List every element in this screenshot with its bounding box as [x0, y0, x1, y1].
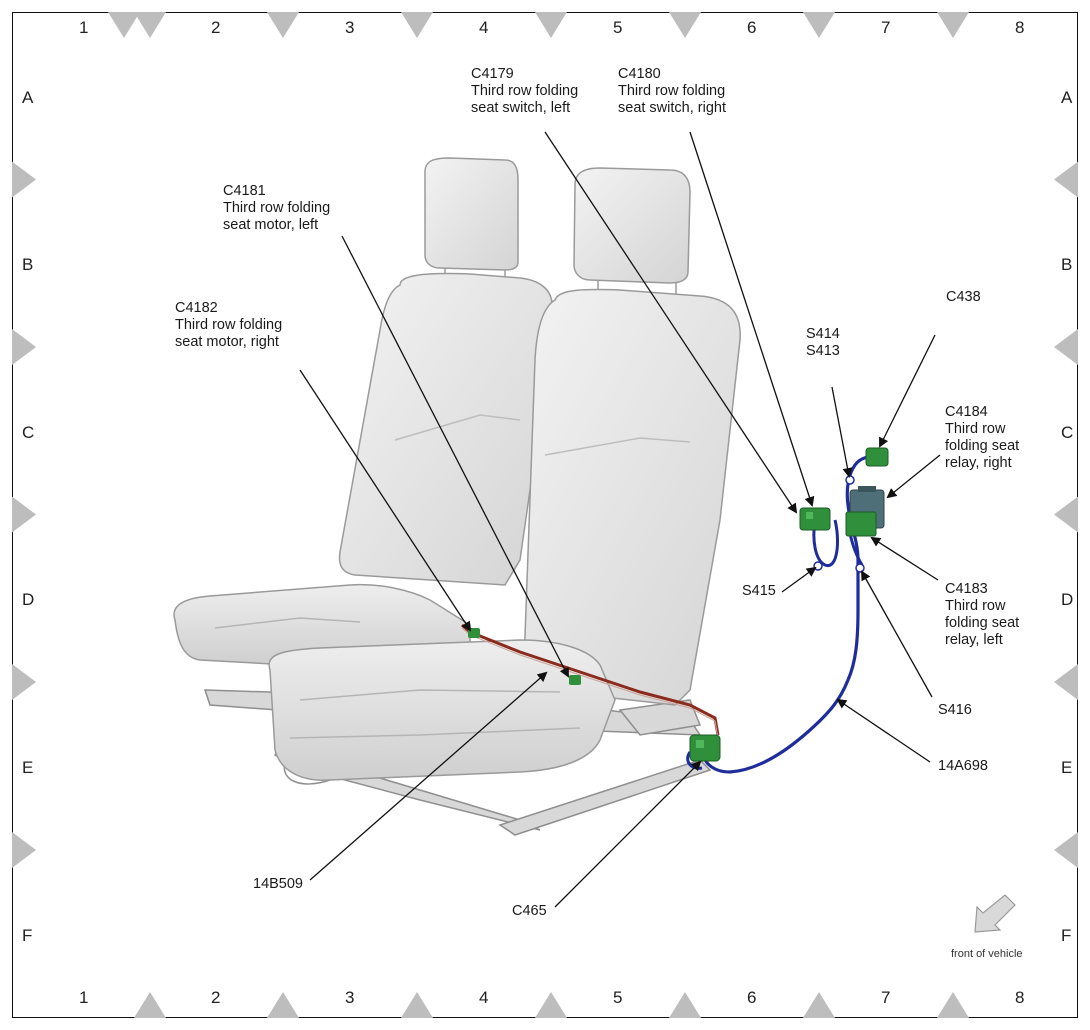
grid-marker-right [1054, 496, 1078, 533]
grid-marker-bottom [803, 992, 835, 1018]
label-c465: C465 [512, 903, 547, 919]
grid-marker-bottom [267, 992, 299, 1018]
grid-column-top-6: 6 [747, 18, 757, 37]
grid-column-top-5: 5 [613, 18, 623, 37]
grid-row-left-D: D [22, 590, 35, 609]
grid-row-left-A: A [22, 88, 34, 107]
label-c4183: C4183 Third row folding seat relay, left [945, 581, 1020, 648]
grid-marker-right [1054, 664, 1078, 700]
right-seat-back [522, 167, 741, 706]
grid-marker-top [669, 12, 701, 38]
front-of-vehicle-label: front of vehicle [951, 948, 1023, 960]
grid-row-left-F: F [22, 926, 33, 945]
label-s414-s413: S414 S413 [806, 326, 840, 359]
grid-marker-top [134, 12, 166, 38]
label-s416: S416 [938, 702, 972, 718]
grid-column-top-2: 2 [211, 18, 221, 37]
grid-column-top-1: 1 [79, 18, 89, 37]
grid-marker-left [12, 664, 36, 700]
left-seat-back [338, 157, 553, 586]
grid-column-bottom-2: 2 [211, 988, 221, 1007]
grid-marker-top [535, 12, 567, 38]
grid-column-bottom-5: 5 [613, 988, 623, 1007]
splice-s415 [813, 561, 823, 571]
relay-c4183 [845, 511, 877, 537]
grid-marker-bottom [535, 992, 567, 1018]
grid-marker-bottom [401, 992, 433, 1018]
splice-s416 [855, 563, 865, 573]
grid-marker-bottom [937, 992, 969, 1018]
seat-cushions [173, 583, 616, 781]
grid-row-right-C: C [1061, 423, 1074, 442]
splice-s414-s413 [845, 475, 855, 485]
label-c4182: C4182 Third row folding seat motor, righ… [175, 300, 283, 350]
grid-row-right-D: D [1061, 590, 1074, 609]
grid-markers [12, 12, 1078, 1018]
grid-marker-left [12, 329, 36, 365]
grid-marker-top [108, 12, 140, 38]
grid-column-bottom-6: 6 [747, 988, 757, 1007]
label-14a698: 14A698 [938, 758, 988, 774]
label-c4181: C4181 Third row folding seat motor, left [223, 183, 331, 233]
grid-row-left-E: E [22, 758, 34, 777]
grid-marker-bottom [669, 992, 701, 1018]
grid-row-right-E: E [1061, 758, 1073, 777]
grid-marker-top [267, 12, 299, 38]
grid-marker-right [1054, 832, 1078, 868]
label-c438: C438 [946, 289, 981, 305]
grid-row-right-B: B [1061, 255, 1073, 274]
label-14b509: 14B509 [253, 876, 303, 892]
grid-marker-top [401, 12, 433, 38]
grid-column-bottom-4: 4 [479, 988, 489, 1007]
grid-row-left-B: B [22, 255, 34, 274]
connector-c438 [865, 447, 889, 467]
connector-c465 [689, 734, 721, 762]
grid-row-right-A: A [1061, 88, 1073, 107]
grid-marker-top [937, 12, 969, 38]
connector-c4179 [799, 507, 831, 531]
grid-column-bottom-7: 7 [881, 988, 891, 1007]
grid-column-bottom-3: 3 [345, 988, 355, 1007]
grid-column-top-7: 7 [881, 18, 891, 37]
grid-marker-left [12, 161, 36, 198]
grid-column-top-4: 4 [479, 18, 489, 37]
grid-marker-left [12, 832, 36, 868]
grid-row-left-C: C [22, 423, 35, 442]
label-c4184: C4184 Third row folding seat relay, righ… [945, 404, 1020, 471]
grid-column-top-3: 3 [345, 18, 355, 37]
label-c4179: C4179 Third row folding seat switch, lef… [471, 66, 579, 116]
grid-marker-bottom [134, 992, 166, 1018]
leader-lines [299, 131, 941, 908]
grid-marker-right [1054, 161, 1078, 198]
grid-marker-top [803, 12, 835, 38]
grid-column-bottom-1: 1 [79, 988, 89, 1007]
grid-column-bottom-8: 8 [1015, 988, 1025, 1007]
grid-row-right-F: F [1061, 926, 1072, 945]
grid-marker-right [1054, 329, 1078, 365]
connector-c4181 [569, 675, 581, 685]
grid-marker-left [12, 496, 36, 533]
arrow-down-left-icon [974, 894, 1016, 933]
label-s415: S415 [742, 583, 776, 599]
label-c4180: C4180 Third row folding seat switch, rig… [618, 66, 726, 116]
grid-column-top-8: 8 [1015, 18, 1025, 37]
